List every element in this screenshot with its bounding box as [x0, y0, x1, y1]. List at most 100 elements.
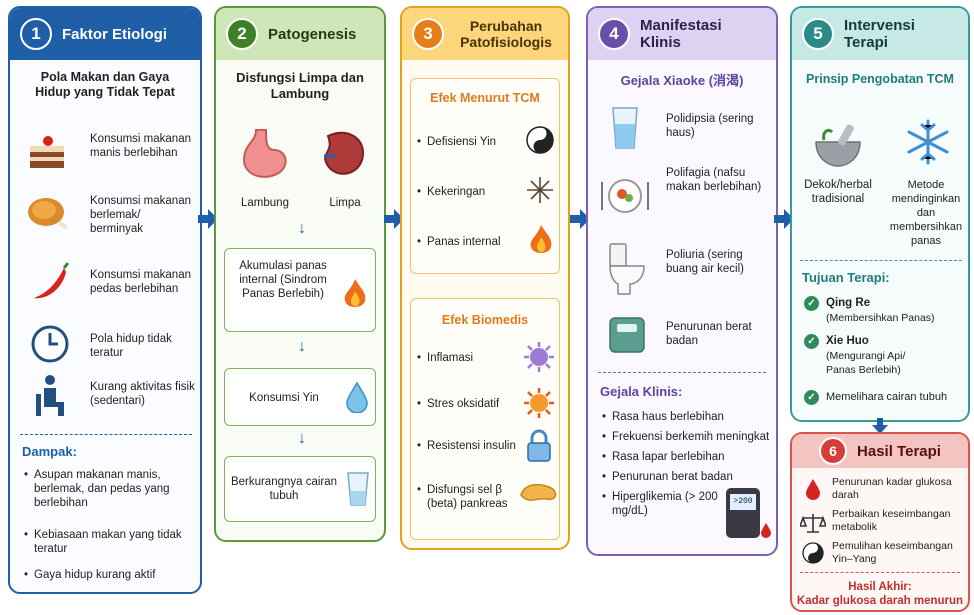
etiology-subtitle: Pola Makan dan Gaya Hidup yang Tidak Tep… — [35, 70, 175, 99]
bio-item-1: Inflamasi — [417, 351, 523, 365]
biomedical-effect-title: Efek Biomedis — [441, 313, 529, 327]
therapy-result-panel: 6 Hasil Terapi Penurunan kadar glukosa d… — [790, 432, 970, 612]
fire-icon — [530, 225, 552, 253]
final-result-text: Kadar glukosa darah menurun — [796, 595, 964, 607]
water-glass-icon — [612, 107, 638, 149]
oxidative-stress-icon — [524, 388, 554, 418]
clinical-signs-title: Gejala Klinis: — [600, 384, 683, 399]
stomach-icon — [242, 129, 287, 178]
pathogenesis-title: Patogenesis — [268, 25, 357, 43]
blood-drop-icon — [806, 479, 820, 500]
dry-crack-icon — [527, 177, 553, 203]
result-3: Pemulihan keseimbangan Yin–Yang — [832, 540, 953, 565]
tcm-item-1: Defisiensi Yin — [417, 135, 527, 149]
tcm-principle-subtitle: Prinsip Pengobatan TCM — [806, 72, 954, 86]
final-result-title: Hasil Akhir: — [848, 581, 912, 593]
result-divider — [800, 572, 960, 573]
spleen-label: Limpa — [329, 197, 361, 209]
tcm-effect-box: Efek Menurut TCM Defisiensi Yin Kekering… — [410, 78, 560, 274]
tcm-effect-title: Efek Menurut TCM — [430, 91, 540, 105]
pathophysiology-header: 3 Perubahan Patofisiologis — [402, 8, 568, 60]
etiology-item-2: Konsumsi makanan berlemak/ berminyak — [90, 195, 191, 235]
impact-item-1: Asupan makanan manis, berlemak, dan peda… — [24, 468, 194, 510]
goal-1-main: Qing Re — [826, 297, 871, 309]
down-arrow-3: ↓ — [298, 430, 306, 447]
step-heat-text: Akumulasi panas internal (Sindrom Panas … — [239, 260, 327, 300]
symptom-2: Polifagia (nafsu makan berlebihan) — [666, 167, 762, 193]
yin-yang-icon — [802, 542, 824, 564]
step-number-1: 1 — [20, 18, 52, 50]
stomach-label: Lambung — [241, 197, 289, 209]
therapy-divider — [800, 260, 962, 261]
symptom-3: Poliuria (sering buang air kecil) — [666, 249, 744, 275]
balance-scale-icon — [800, 514, 826, 533]
therapy-header: 5 Intervensi Terapi — [792, 8, 968, 60]
method-cooling: Metode mendinginkan dan membersihkan pan… — [889, 179, 963, 247]
flow-arrow-5 — [872, 418, 888, 434]
herbal-mortar-icon — [815, 124, 861, 167]
etiology-panel: 1 Faktor Etiologi Pola Makan dan Gaya Hi… — [8, 6, 202, 594]
insulin-lock-icon — [527, 429, 551, 462]
flow-arrow-4 — [774, 208, 794, 230]
check-icon: ✓ — [804, 390, 819, 405]
step-yin-text: Konsumsi Yin — [249, 392, 319, 404]
bio-item-3: Resistensi insulin — [417, 439, 523, 453]
clock-icon — [31, 325, 69, 363]
therapy-goal-title: Tujuan Terapi: — [802, 270, 890, 285]
food-plate-icon — [601, 179, 649, 213]
etiology-header: 1 Faktor Etiologi — [10, 8, 200, 60]
pathogenesis-subtitle: Disfungsi Limpa dan Lambung — [236, 70, 364, 101]
pathophysiology-panel: 3 Perubahan Patofisiologis Efek Menurut … — [400, 6, 570, 550]
goal-1-sub: (Membersihkan Panas) — [826, 312, 935, 324]
step-box-heat: Akumulasi panas internal (Sindrom Panas … — [224, 248, 376, 332]
step-fluid-text: Berkurangnya cairan tubuh — [230, 476, 338, 502]
fried-chicken-icon — [28, 198, 68, 230]
etiology-divider — [20, 434, 192, 435]
flow-arrow-3 — [570, 208, 590, 230]
impact-item-2: Kebiasaan makan yang tidak teratur — [24, 528, 194, 556]
step-box-yin: Konsumsi Yin — [224, 368, 376, 426]
goal-2-sub: (Mengurangi Api/ Panas Berlebih) — [826, 350, 906, 376]
goal-3-main: Memelihara cairan tubuh — [826, 391, 948, 403]
snowflake-icon — [907, 119, 949, 165]
step-number-4: 4 — [598, 18, 630, 50]
clinical-header: 4 Manifestasi Klinis — [588, 8, 776, 60]
step-number-6: 6 — [819, 437, 848, 465]
pathogenesis-header: 2 Patogenesis — [216, 8, 384, 60]
chili-icon — [34, 262, 70, 299]
clinical-divider — [598, 372, 766, 373]
bio-item-2: Stres oksidatif — [417, 397, 523, 411]
check-icon: ✓ — [804, 334, 819, 349]
clinical-sign-3: Rasa lapar berlebihan — [602, 450, 776, 464]
result-title: Hasil Terapi — [857, 442, 941, 460]
flow-arrow-1 — [198, 208, 218, 230]
biomedical-effect-box: Efek Biomedis Inflamasi Stres oksidatif … — [410, 298, 560, 540]
toilet-icon — [609, 243, 645, 295]
down-arrow-1: ↓ — [298, 220, 306, 237]
etiology-title: Faktor Etiologi — [62, 25, 167, 43]
step-number-2: 2 — [226, 18, 258, 50]
glass-icon — [347, 472, 369, 506]
down-arrow-2: ↓ — [298, 338, 306, 355]
step-number-3: 3 — [412, 18, 444, 50]
etiology-item-1: Konsumsi makanan manis berlebihan — [90, 133, 191, 159]
xiaoke-subtitle: Gejala Xiaoke (消渴) — [620, 73, 744, 88]
goal-2-main: Xie Huo — [826, 335, 869, 347]
step-box-fluid: Berkurangnya cairan tubuh — [224, 456, 376, 522]
method-herbal: Dekok/herbal tradisional — [804, 179, 872, 205]
clinical-sign-4: Penurunan berat badan — [602, 470, 776, 484]
etiology-item-4: Pola hidup tidak teratur — [90, 333, 172, 359]
yin-yang-icon — [526, 126, 554, 154]
clinical-manifestation-panel: 4 Manifestasi Klinis Gejala Xiaoke (消渴) … — [586, 6, 778, 556]
result-1: Penurunan kadar glukosa darah — [832, 476, 952, 501]
tcm-item-2: Kekeringan — [417, 185, 527, 199]
clinical-sign-1: Rasa haus berlebihan — [602, 410, 776, 424]
therapy-title: Intervensi Terapi — [844, 17, 915, 51]
impact-item-3: Gaya hidup kurang aktif — [24, 568, 194, 582]
clinical-title: Manifestasi Klinis — [640, 17, 722, 51]
flow-arrow-2 — [384, 208, 404, 230]
bio-item-4: Disfungsi sel β (beta) pankreas — [417, 483, 523, 511]
symptom-4: Penurunan berat badan — [666, 321, 752, 347]
step-number-5: 5 — [802, 18, 834, 50]
cake-icon — [30, 136, 64, 168]
